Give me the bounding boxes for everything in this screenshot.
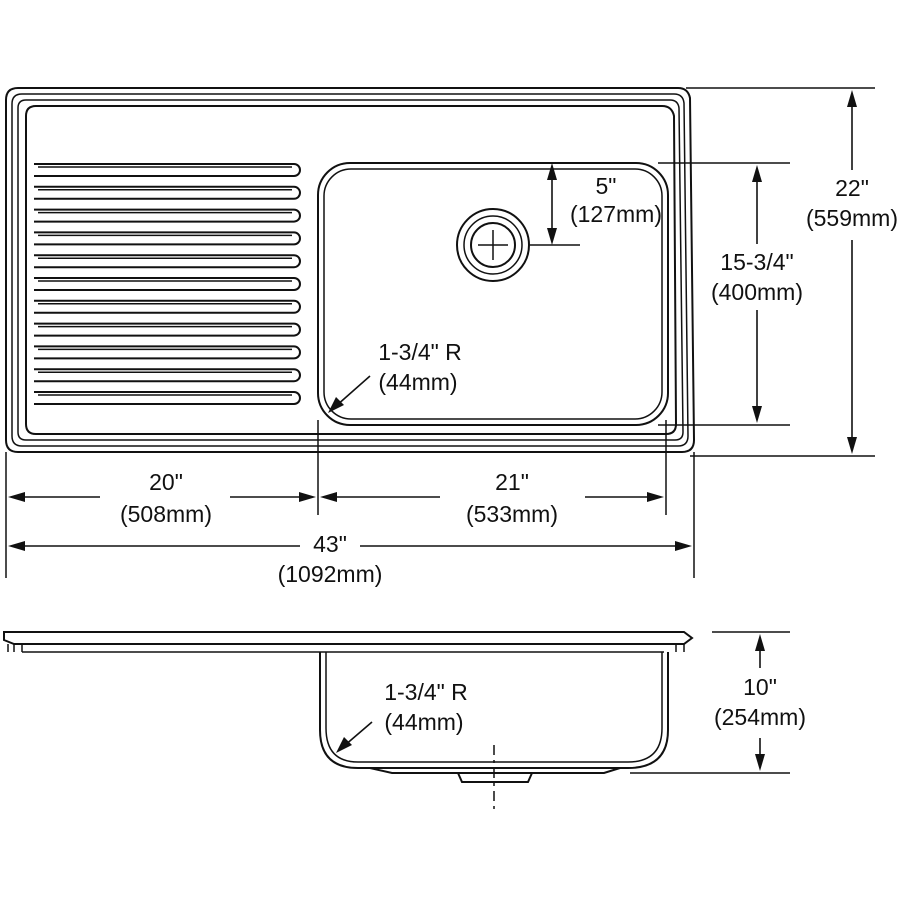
overall-depth-label: 22": [835, 175, 869, 201]
bowl-depth-label: 10": [743, 674, 777, 700]
drainboard-rib: [34, 322, 301, 337]
bowl-length-mm-label: (533mm): [466, 501, 558, 527]
bowl-width-label: 15-3/4": [720, 249, 793, 275]
drainboard-rib: [34, 345, 301, 360]
drainboard-rib: [34, 254, 301, 269]
top-view: 5" (127mm) 1-3/4" R (44mm) 15-3/4" (400m…: [5, 87, 898, 587]
side-radius-callout: 1-3/4" R (44mm): [336, 679, 468, 753]
side-radius-label: 1-3/4" R: [384, 679, 468, 705]
drain-offset-mm-label: (127mm): [570, 201, 662, 227]
drainboard-rib: [34, 277, 301, 291]
overall-length-mm-label: (1092mm): [278, 561, 383, 587]
top-radius-mm-label: (44mm): [378, 369, 457, 395]
drain-offset-label: 5": [596, 173, 617, 199]
drainboard-length-mm-label: (508mm): [120, 501, 212, 527]
side-rim: [3, 631, 694, 645]
top-radius-label: 1-3/4" R: [378, 339, 462, 365]
drainboard-length-label: 20": [149, 469, 183, 495]
overall-depth-mm-label: (559mm): [806, 205, 898, 231]
length-dimensions: 20" (508mm) 21" (533mm) 43" (1092mm): [5, 420, 695, 587]
side-bowl-profile: [319, 652, 669, 769]
bowl-depth-dimension: 10" (254mm): [630, 631, 806, 774]
sink-rim-layer-3: [17, 99, 684, 441]
drainboard-rib: [34, 163, 301, 177]
drainboard-rib: [34, 368, 301, 383]
bowl-width-mm-label: (400mm): [711, 279, 803, 305]
drainboard-ribs: [34, 163, 301, 405]
sink-deck-edge: [25, 105, 678, 435]
side-radius-mm-label: (44mm): [384, 709, 463, 735]
top-radius-callout: 1-3/4" R (44mm): [328, 339, 462, 413]
drain-offset-dimension: 5" (127mm): [530, 163, 662, 246]
drainboard-rib: [34, 185, 301, 200]
bowl-inner-outline: [323, 168, 663, 420]
bowl-depth-mm-label: (254mm): [714, 704, 806, 730]
drain-icon: [456, 208, 530, 282]
bowl-outline: [317, 162, 669, 426]
bowl-width-dimension: 15-3/4" (400mm): [658, 162, 803, 426]
overall-length-label: 43": [313, 531, 347, 557]
drainboard-rib: [34, 208, 301, 223]
overall-depth-dimension: 22" (559mm): [686, 87, 898, 457]
drainboard-rib: [34, 391, 301, 405]
sink-rim-layer-2: [11, 93, 689, 447]
drainboard-rib: [34, 231, 301, 246]
side-drain-icon: [369, 767, 621, 783]
side-view: 1-3/4" R (44mm) 10" (254mm): [3, 631, 806, 812]
sink-outer-rim: [5, 87, 696, 453]
bowl-length-label: 21": [495, 469, 529, 495]
drainboard-rib: [34, 299, 301, 314]
